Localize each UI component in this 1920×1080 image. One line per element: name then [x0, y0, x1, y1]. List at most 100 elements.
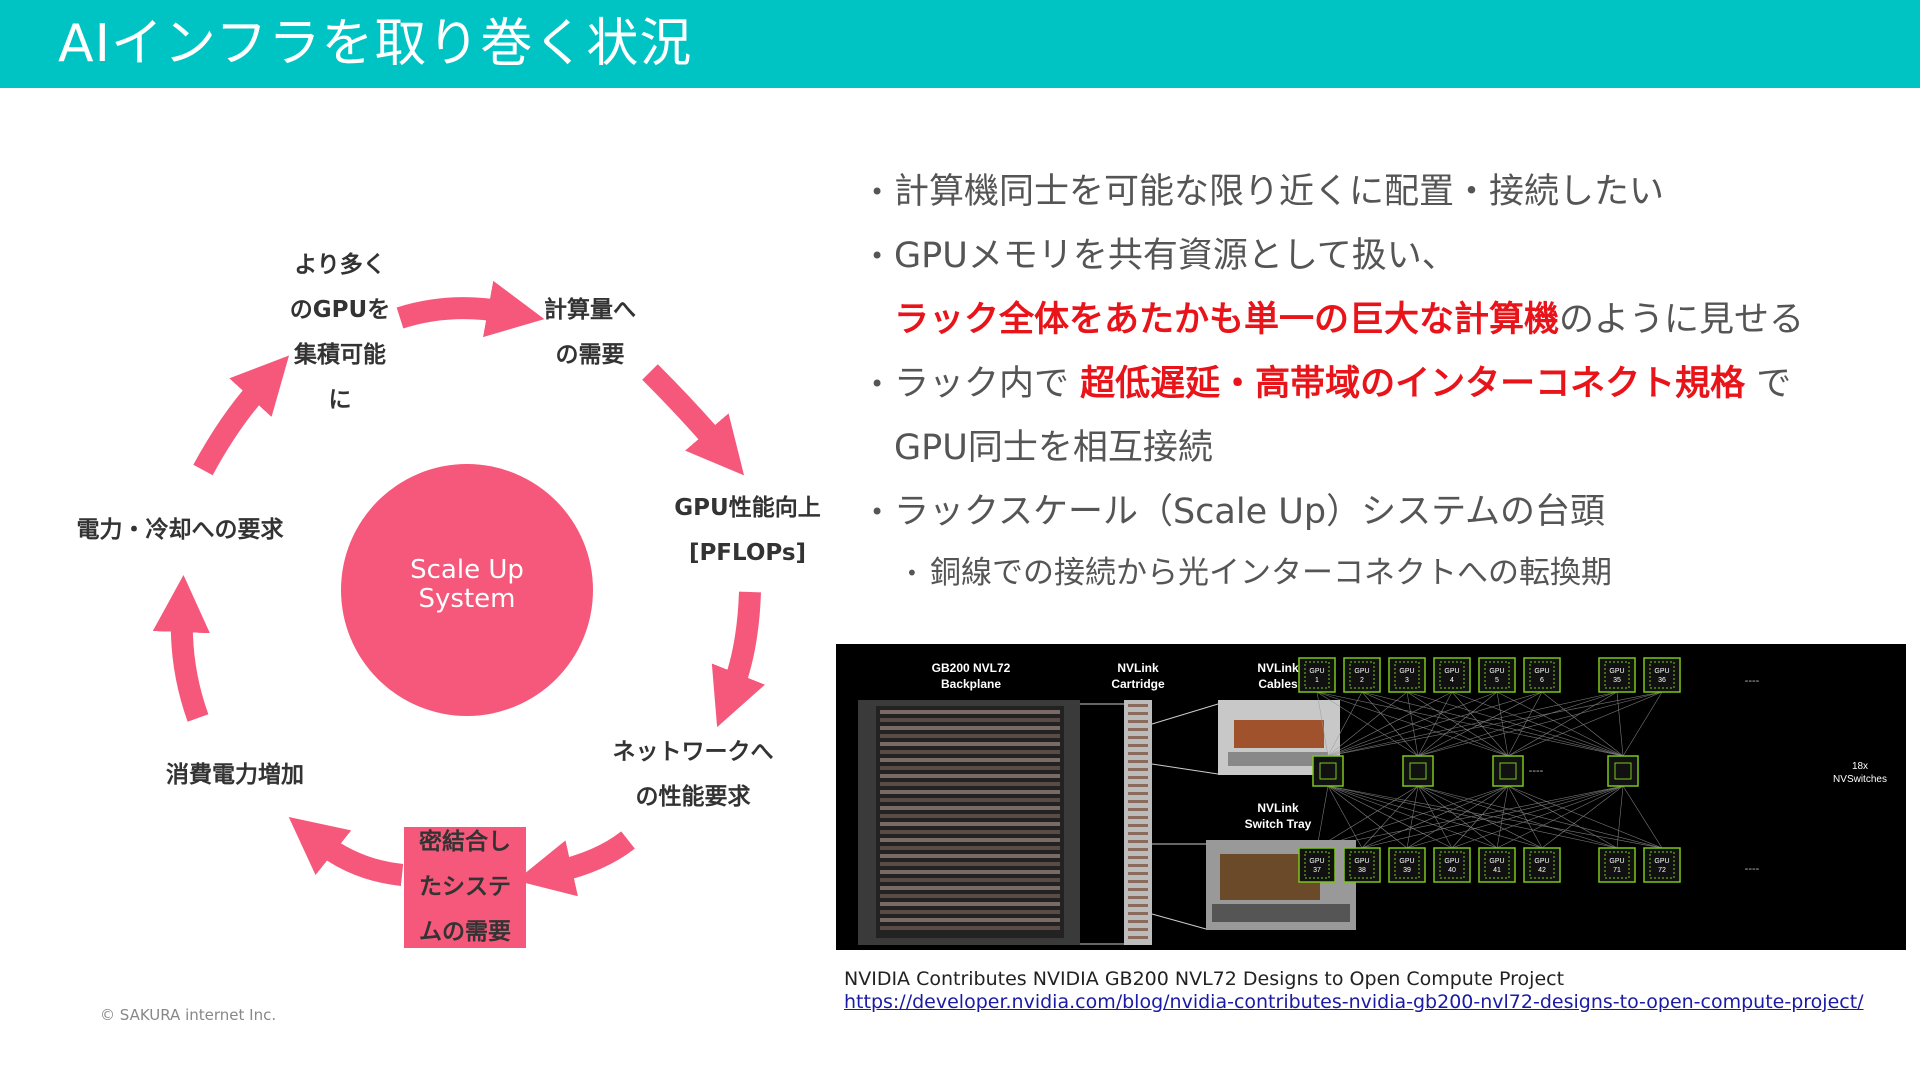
connector-line-6 — [1151, 913, 1207, 930]
gpu-chip — [1439, 661, 1465, 689]
gpu-chip — [1394, 661, 1420, 689]
link — [1622, 785, 1663, 849]
arrow-4 — [515, 831, 635, 897]
gpu-chip — [1349, 661, 1375, 689]
gpu-number: 72 — [1658, 867, 1666, 874]
link — [1361, 691, 1624, 757]
link — [1417, 785, 1663, 849]
gpu-word: GPU — [1489, 668, 1504, 675]
link — [1496, 691, 1624, 757]
arrow-7 — [193, 355, 290, 476]
connector-line-3 — [1151, 703, 1219, 725]
link — [1507, 785, 1663, 849]
backplane-photo — [858, 700, 1080, 945]
cartridge-slot — [1128, 816, 1148, 819]
cartridge-slot — [1128, 832, 1148, 835]
cartridge-slot — [1128, 936, 1148, 939]
gpu-number: 42 — [1538, 867, 1546, 874]
link — [1496, 785, 1624, 849]
gpu-chip — [1394, 851, 1420, 879]
link — [1541, 691, 1624, 757]
link — [1417, 691, 1618, 757]
cartridge-slot — [1128, 712, 1148, 715]
cartridge-slot — [1128, 728, 1148, 731]
gpu-word: GPU — [1489, 858, 1504, 865]
link — [1541, 785, 1624, 849]
link — [1327, 785, 1408, 849]
link — [1507, 785, 1618, 849]
link — [1451, 691, 1624, 757]
gpu-box-border — [1523, 847, 1561, 883]
link — [1327, 691, 1408, 757]
node-power-cooling: 電力・冷却への要求 — [76, 517, 284, 543]
gpu-box-border — [1598, 847, 1636, 883]
gpu-box-border — [1478, 847, 1516, 883]
rack-slot — [880, 718, 1060, 722]
gpu-word: GPU — [1534, 668, 1549, 675]
link — [1316, 785, 1329, 849]
gpu-chip — [1439, 851, 1465, 879]
gpu-chip — [1304, 661, 1330, 689]
link — [1507, 691, 1543, 757]
gpu-word: GPU — [1654, 668, 1669, 675]
switch-note-1: 18x — [1852, 761, 1868, 772]
link — [1327, 691, 1543, 757]
bullet-2-continuation: ラック全体をあたかも単一の巨大な計算機のように見せる — [894, 300, 1805, 340]
gpu-word: GPU — [1444, 668, 1459, 675]
node-gpu-performance: GPU性能向上[PFLOPs] — [674, 495, 821, 566]
gpu-word: GPU — [1399, 858, 1414, 865]
rack-slot — [880, 838, 1060, 842]
cartridge-slot — [1128, 736, 1148, 739]
rack-slot — [880, 798, 1060, 802]
figure-caption: NVIDIA Contributes NVIDIA GB200 NVL72 De… — [844, 968, 1565, 990]
link — [1406, 785, 1624, 849]
rack-slot — [880, 790, 1060, 794]
rack-slot — [880, 910, 1060, 914]
rack-slot — [880, 878, 1060, 882]
tray-label-1: NVLink — [1257, 801, 1299, 815]
link — [1327, 785, 1618, 849]
link — [1507, 691, 1618, 757]
rack-slot — [880, 894, 1060, 898]
cartridge-slot — [1128, 704, 1148, 707]
link — [1316, 691, 1329, 757]
rack-slot — [880, 726, 1060, 730]
link — [1361, 785, 1624, 849]
connector-line-4 — [1151, 763, 1219, 775]
nvswitch-box — [1607, 755, 1639, 787]
cables-label-1: NVLink — [1257, 661, 1299, 675]
rack-slot — [880, 862, 1060, 866]
gpu-word: GPU — [1444, 858, 1459, 865]
link — [1327, 691, 1453, 757]
cartridge-slot — [1128, 784, 1148, 787]
cartridge-slot — [1128, 720, 1148, 723]
gpu-box-border — [1388, 657, 1426, 693]
link — [1327, 691, 1498, 757]
bullet-3-continuation: GPU同士を相互接続 — [894, 428, 1213, 468]
gpu-box-border — [1643, 657, 1681, 693]
cartridge-slot — [1128, 904, 1148, 907]
center-circle — [341, 464, 593, 716]
source-link[interactable]: https://developer.nvidia.com/blog/nvidia… — [844, 991, 1864, 1013]
cartridge-slot — [1128, 856, 1148, 859]
arrow-3 — [711, 591, 765, 728]
cartridge-slot — [1128, 776, 1148, 779]
bullet-list: •計算機同士を可能な限り近くに配置・接続したい •GPUメモリを共有資源として扱… — [870, 160, 1880, 602]
gpu-number: 1 — [1315, 677, 1319, 684]
cartridge-slot — [1128, 768, 1148, 771]
link — [1316, 785, 1624, 849]
gpu-number: 2 — [1360, 677, 1364, 684]
nvswitch-box — [1402, 755, 1434, 787]
link — [1327, 785, 1543, 849]
link — [1496, 691, 1509, 757]
link — [1451, 785, 1624, 849]
node-more-gpus: より多くのGPUを集積可能に — [289, 252, 391, 413]
tray-label-2: Switch Tray — [1245, 817, 1312, 831]
